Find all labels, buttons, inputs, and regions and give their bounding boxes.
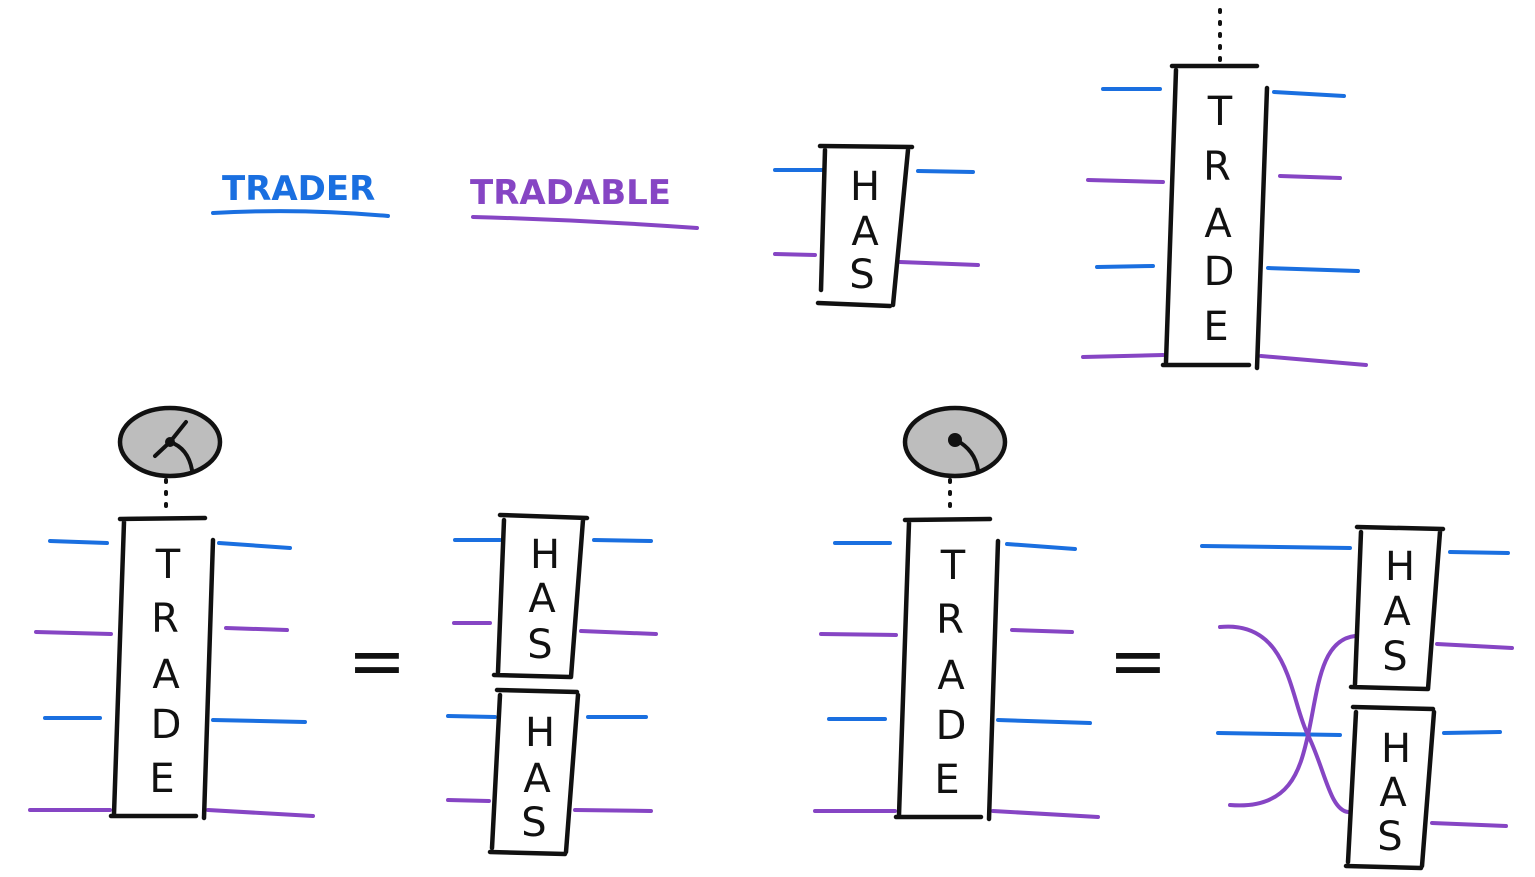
has-letter: H xyxy=(1385,544,1415,590)
trade-box-outline xyxy=(1160,63,1270,371)
wire-trader xyxy=(1442,730,1502,735)
has-letter: S xyxy=(527,622,552,668)
trade-letter: R xyxy=(1203,144,1231,190)
trade-letter: E xyxy=(1203,304,1228,350)
equals-sign: = xyxy=(348,620,407,702)
wire-trader xyxy=(1200,544,1352,550)
wire-trader xyxy=(1266,266,1360,273)
has-box-outline xyxy=(1348,524,1446,692)
has-letter: A xyxy=(523,756,551,802)
has-letter: H xyxy=(850,164,880,210)
has-letter: S xyxy=(1382,634,1407,680)
wire-tradable xyxy=(224,626,289,632)
legend-tradable-label: TRADABLE xyxy=(470,173,671,213)
wire-tradable xyxy=(1086,178,1165,184)
equals-sign: = xyxy=(1109,620,1168,702)
wire-tradable xyxy=(898,260,980,267)
has-letter: S xyxy=(1377,814,1402,860)
wire-trader xyxy=(48,539,109,545)
legend-trader-label: TRADER xyxy=(222,169,375,209)
wire-tradable-crossing xyxy=(1218,624,1350,814)
trade-letter: T xyxy=(155,542,181,588)
has-box-outline xyxy=(815,143,915,309)
wire-tradable xyxy=(1278,174,1342,180)
trade-gate-definition: T R A D E xyxy=(1081,8,1368,371)
wire-tradable xyxy=(1259,354,1368,367)
trade-letter: T xyxy=(1207,89,1233,135)
trade-letter: E xyxy=(149,756,174,802)
trade-box-outline xyxy=(108,515,216,821)
wire-trader xyxy=(1095,264,1155,269)
has-letter: A xyxy=(528,576,556,622)
trade-letter: R xyxy=(936,597,964,643)
trade-letter: T xyxy=(940,543,966,589)
wire-trader xyxy=(1272,90,1346,98)
wire-tradable xyxy=(1435,642,1514,650)
legend-trader-underline xyxy=(211,209,390,218)
wire-tradable xyxy=(446,798,491,803)
trade-letter: D xyxy=(936,703,967,749)
wire-trader xyxy=(1448,550,1510,555)
equation-right: T R A D E = H A S H A S xyxy=(813,405,1514,871)
wire-tradable xyxy=(819,632,898,637)
has-letter: H xyxy=(530,532,560,578)
wire-tradable xyxy=(1081,353,1165,359)
wire-trader xyxy=(211,718,307,724)
has-letter: H xyxy=(1381,726,1411,772)
equation-left: T R A D E = H A S H A S xyxy=(28,405,658,857)
wire-tradable xyxy=(991,809,1100,819)
has-letter: A xyxy=(1383,589,1411,635)
dial-pivot xyxy=(165,437,175,447)
trade-box-outline xyxy=(893,516,1001,822)
wire-trader xyxy=(916,169,975,174)
trade-letter: E xyxy=(934,757,959,803)
wire-tradable-crossing xyxy=(1228,634,1357,808)
wire-tradable xyxy=(579,629,658,636)
wire-trader xyxy=(1216,731,1342,737)
wire-trader xyxy=(1005,542,1077,551)
has-box-outline xyxy=(487,687,581,857)
wire-trader xyxy=(996,718,1092,725)
has-gate-definition: H A S xyxy=(773,143,980,309)
has-letter: A xyxy=(1379,770,1407,816)
has-letter: A xyxy=(851,209,879,255)
has-box-outline xyxy=(1343,704,1437,871)
has-box-outline xyxy=(491,512,590,680)
wire-tradable xyxy=(573,808,653,813)
wire-tradable xyxy=(206,808,315,818)
wire-tradable xyxy=(34,630,113,636)
trade-letter: A xyxy=(1204,201,1232,247)
legend-tradable-underline xyxy=(471,215,699,230)
trade-letter: D xyxy=(151,702,182,748)
has-letter: H xyxy=(525,710,555,756)
wire-tradable xyxy=(773,252,817,257)
wire-trader xyxy=(592,538,653,543)
legend: TRADER TRADABLE xyxy=(211,169,699,230)
has-letter: S xyxy=(521,800,546,846)
wire-tradable xyxy=(1010,628,1074,634)
dial-pivot xyxy=(948,433,962,447)
trade-letter: A xyxy=(937,653,965,699)
has-letter: S xyxy=(849,252,874,298)
trade-letter: D xyxy=(1204,249,1235,295)
trade-letter: A xyxy=(152,652,180,698)
wire-trader xyxy=(217,541,292,550)
wire-tradable xyxy=(1430,821,1508,828)
trade-letter: R xyxy=(151,596,179,642)
wire-trader xyxy=(446,714,497,719)
